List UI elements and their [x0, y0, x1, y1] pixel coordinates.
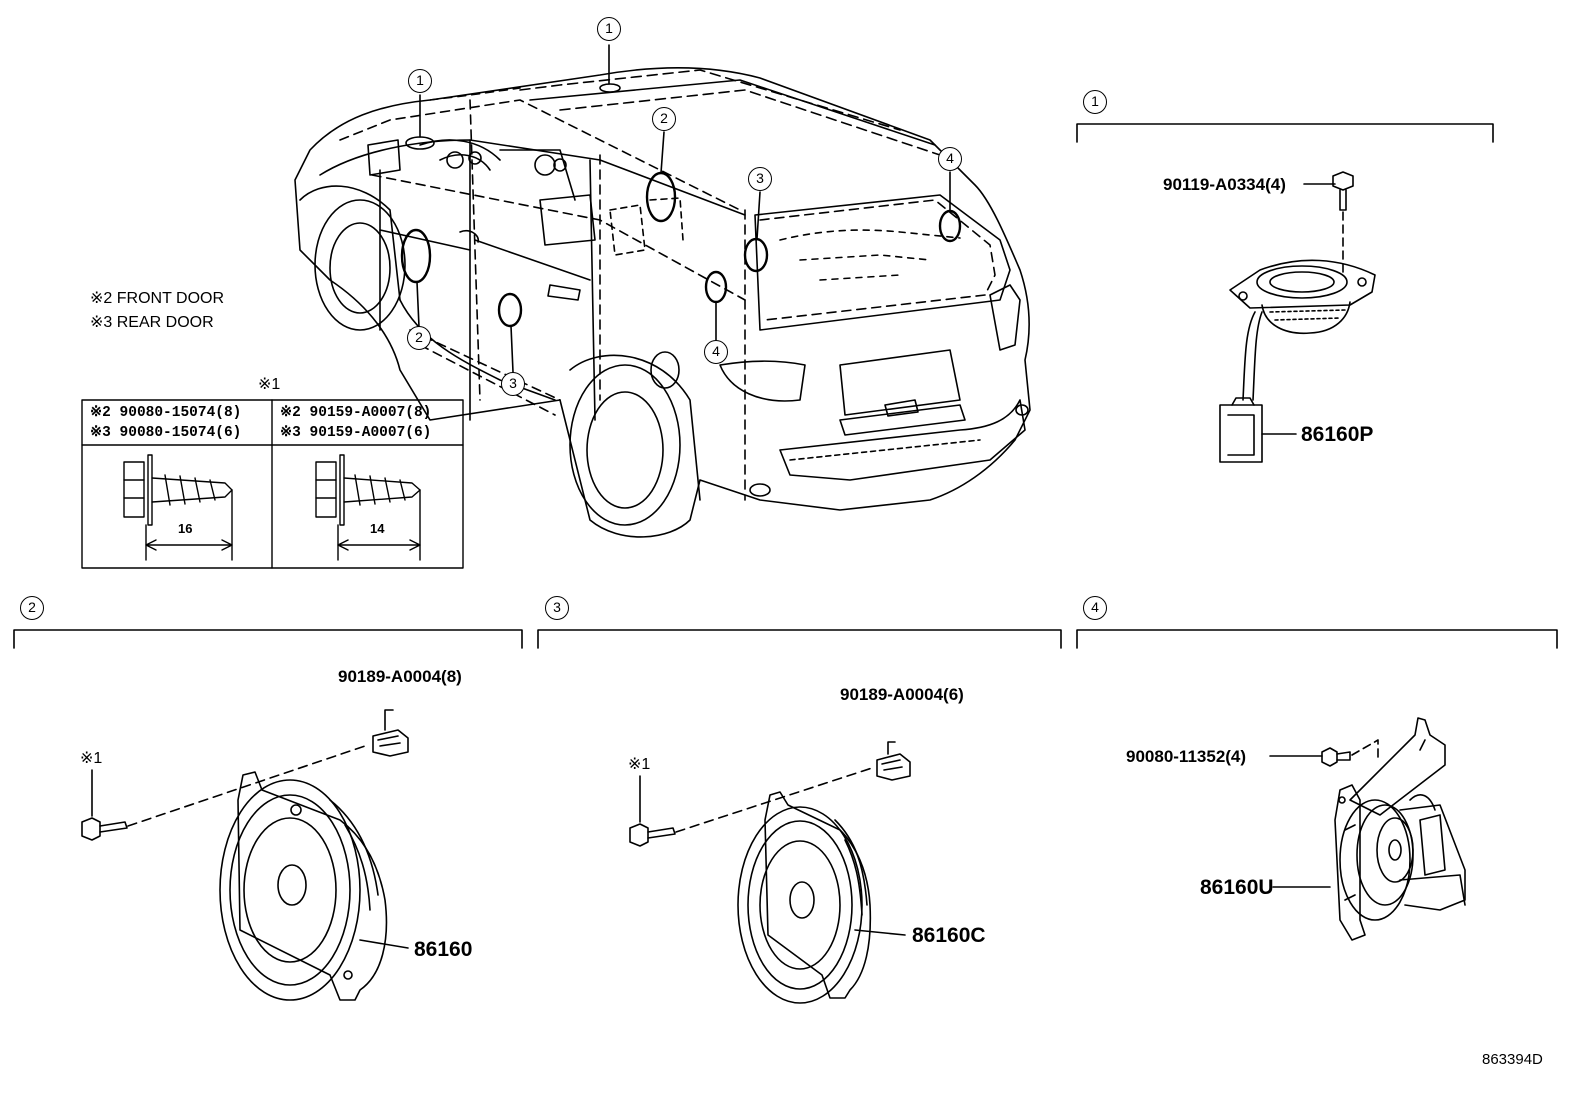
vehicle-speaker-2b — [645, 171, 677, 223]
callout-1-roof: 1 — [597, 17, 621, 41]
section-brackets — [13, 123, 1558, 649]
vehicle-speaker-4a — [704, 270, 728, 304]
part-90189-A0004-8: 90189-A0004(8) — [338, 667, 462, 686]
tweeter-86160P-drawing — [1219, 171, 1376, 463]
figure-code: 863394D — [1482, 1051, 1543, 1068]
section-2-number: 2 — [20, 596, 44, 620]
part-90119-A0334: 90119-A0334(4) — [1163, 175, 1286, 194]
section-4-number: 4 — [1083, 596, 1107, 620]
vehicle-speaker-2a — [400, 228, 432, 284]
note-rear-door: ※3 REAR DOOR — [90, 314, 214, 331]
note-front-door: ※2 FRONT DOOR — [90, 290, 225, 307]
section-3-number: 3 — [545, 596, 569, 620]
vehicle-speaker-1b — [599, 83, 621, 93]
screw-length-16: 16 — [178, 521, 193, 536]
part-86160P: 86160P — [1301, 423, 1374, 446]
screw-table-frame — [81, 399, 464, 569]
tapping-screw-14-drawing — [315, 454, 421, 526]
speaker-86160U-drawing — [1269, 717, 1466, 941]
callout-3-upper: 3 — [748, 167, 772, 191]
callout-2-front-door: 2 — [407, 326, 431, 350]
callout-3-lower: 3 — [501, 372, 525, 396]
part-86160C: 86160C — [912, 924, 986, 947]
section-2-screw-ref: ※1 — [80, 750, 103, 767]
tapping-screw-16-drawing — [123, 454, 233, 526]
speaker-86160C-drawing — [629, 741, 911, 1004]
screw-table-col2-row1: ※2 90159-A0007(8) — [280, 405, 432, 421]
callout-2-rear-door: 2 — [652, 107, 676, 131]
callout-4-upper: 4 — [938, 147, 962, 171]
screw-table-col1-row1: ※2 90080-15074(8) — [90, 405, 242, 421]
part-86160: 86160 — [414, 938, 473, 961]
section-1-number: 1 — [1083, 90, 1107, 114]
section-3-screw-ref: ※1 — [628, 756, 651, 773]
vehicle-speaker-3a — [497, 292, 523, 328]
screw-length-14: 14 — [370, 521, 385, 536]
vehicle-illustration — [294, 44, 1031, 538]
screw-table-title: ※1 — [258, 376, 281, 393]
part-86160U: 86160U — [1200, 876, 1274, 899]
callout-1-front: 1 — [408, 69, 432, 93]
callout-4-lower: 4 — [704, 340, 728, 364]
part-90080-11352: 90080-11352(4) — [1126, 747, 1247, 766]
screw-table-col2-row2: ※3 90159-A0007(6) — [280, 425, 432, 441]
speaker-86160-drawing — [81, 709, 409, 1001]
screw-table-col1-row2: ※3 90080-15074(6) — [90, 425, 242, 441]
vehicle-speaker-3b — [743, 237, 769, 273]
part-90189-A0004-6: 90189-A0004(6) — [840, 685, 964, 704]
